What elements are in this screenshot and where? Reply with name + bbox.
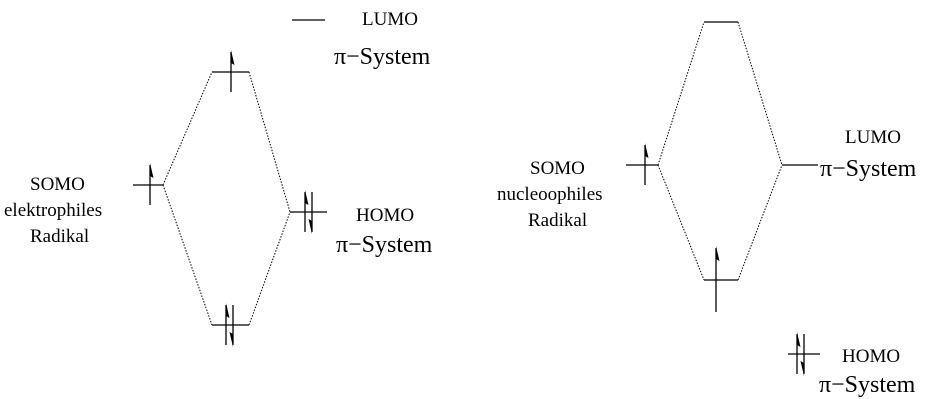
left-upper-electron-up-icon bbox=[230, 49, 236, 93]
right-somo-level bbox=[626, 142, 658, 186]
right-homo-pi-level bbox=[788, 331, 820, 377]
left-lower-combined-level bbox=[212, 302, 249, 348]
left-homo-electron-down-icon bbox=[307, 191, 313, 235]
right-diagram bbox=[626, 21, 820, 377]
right-homo-electron-down-icon bbox=[799, 333, 805, 377]
right-lumo-system-label: π−System bbox=[820, 156, 917, 182]
left-correlation-lines bbox=[162, 71, 291, 326]
left-lower-electron-up-icon bbox=[225, 302, 231, 346]
left-homo-pi-level bbox=[290, 189, 327, 235]
right-somo-electron-up-icon bbox=[644, 142, 650, 186]
left-homo-label: HOMO bbox=[356, 205, 415, 226]
right-somo-label: SOMO bbox=[530, 158, 585, 179]
right-lower-combined-level bbox=[704, 246, 738, 312]
right-somo-type-label: nucleoophiles bbox=[497, 184, 603, 205]
left-somo-electron-up-icon bbox=[149, 162, 155, 206]
left-somo-label: SOMO bbox=[30, 174, 85, 195]
left-lumo-label: LUMO bbox=[362, 9, 418, 30]
left-somo-level bbox=[133, 162, 163, 206]
left-upper-combined-level bbox=[212, 49, 249, 93]
right-homo-electron-up-icon bbox=[796, 331, 802, 375]
right-homo-label: HOMO bbox=[842, 346, 901, 367]
right-homo-system-label: π−System bbox=[819, 372, 916, 398]
left-lumo-system-label: π−System bbox=[334, 44, 431, 70]
right-somo-species-label: Radikal bbox=[528, 210, 588, 231]
right-lumo-label: LUMO bbox=[845, 127, 901, 148]
left-lower-electron-down-icon bbox=[228, 304, 234, 348]
left-diagram bbox=[133, 19, 327, 348]
right-correlation-lines bbox=[657, 21, 783, 281]
left-homo-electron-up-icon bbox=[304, 189, 310, 233]
right-lower-electron-up-icon bbox=[716, 246, 720, 261]
left-homo-system-label: π−System bbox=[336, 232, 433, 258]
left-somo-species-label: Radikal bbox=[30, 226, 90, 247]
left-somo-type-label: elektrophiles bbox=[4, 200, 103, 221]
